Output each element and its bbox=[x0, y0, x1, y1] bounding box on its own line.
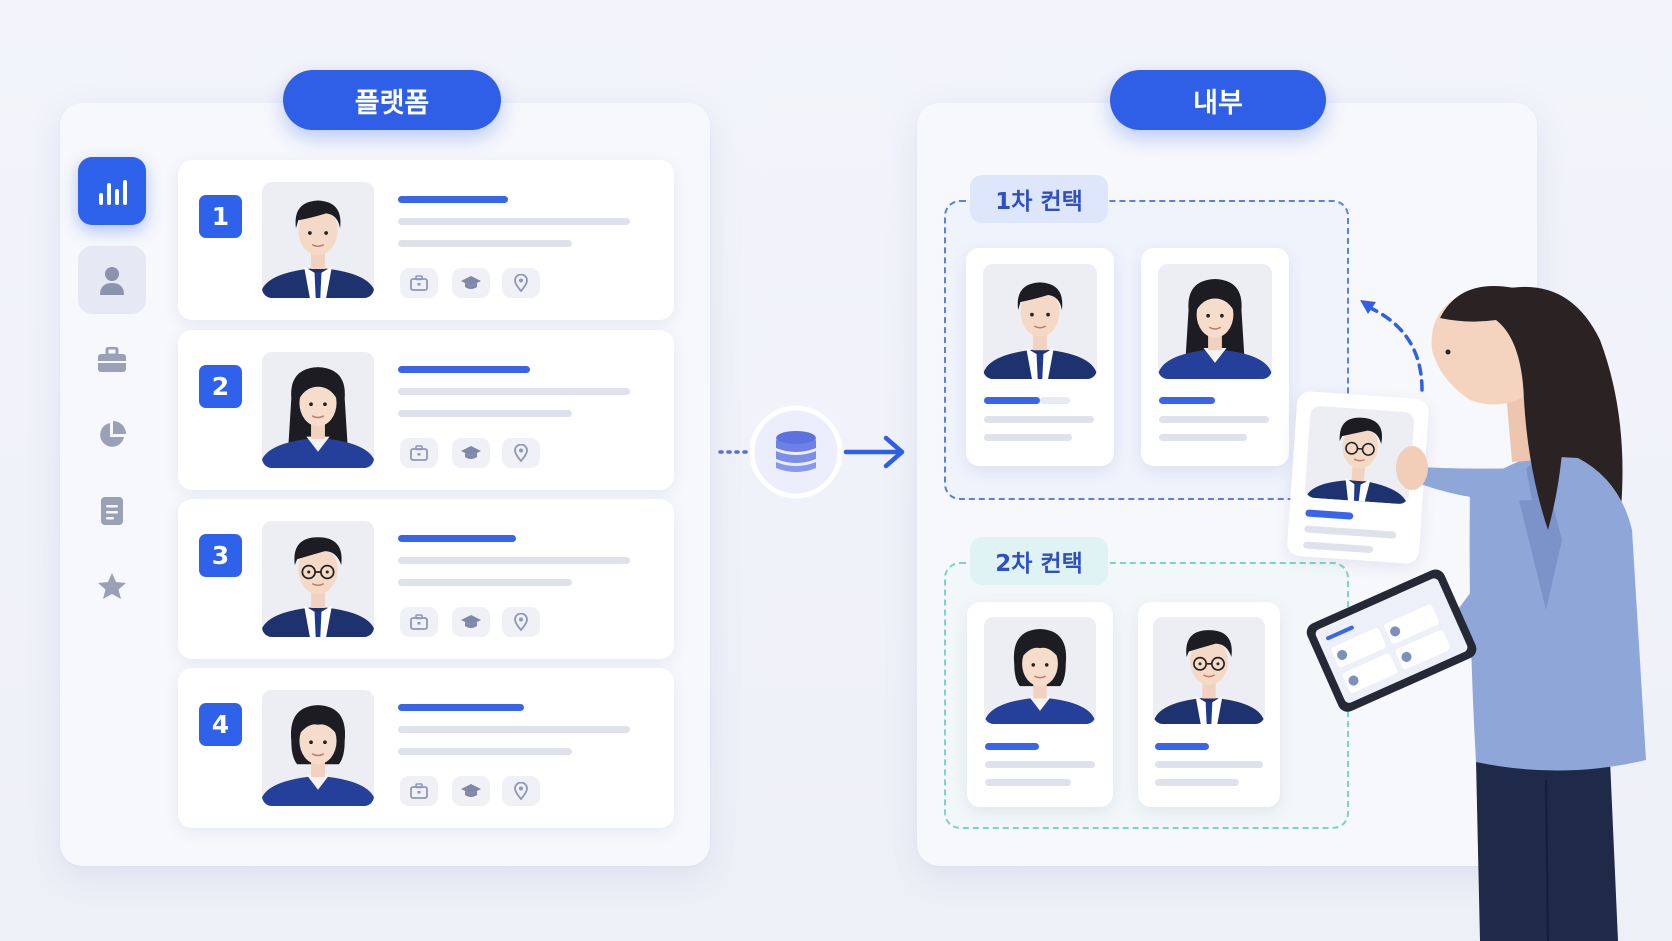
detail-placeholder-bar bbox=[398, 748, 572, 755]
candidate-photo bbox=[1153, 617, 1265, 724]
education-chip[interactable] bbox=[452, 776, 490, 806]
candidate-photo bbox=[984, 617, 1096, 724]
candidate-photo bbox=[1158, 264, 1272, 379]
sidebar-item-analytics[interactable] bbox=[78, 157, 146, 225]
candidate-row[interactable]: 3 bbox=[178, 499, 674, 659]
candidate-row[interactable]: 2 bbox=[178, 330, 674, 490]
name-placeholder-bar bbox=[398, 704, 524, 711]
location-chip[interactable] bbox=[502, 268, 540, 298]
candidate-photo bbox=[262, 690, 374, 806]
detail-placeholder-bar bbox=[398, 726, 630, 733]
location-chip[interactable] bbox=[502, 438, 540, 468]
graduation-cap-icon bbox=[461, 446, 481, 459]
detail-placeholder-bar bbox=[984, 434, 1072, 441]
name-placeholder-bar bbox=[398, 366, 530, 373]
graduation-cap-icon bbox=[461, 615, 481, 628]
detail-placeholder-bar bbox=[398, 240, 572, 247]
platform-label: 플랫폼 bbox=[283, 70, 501, 130]
second-contact-label: 2차 컨택 bbox=[970, 537, 1108, 585]
location-pin-icon bbox=[514, 782, 528, 800]
first-contact-label: 1차 컨택 bbox=[970, 175, 1108, 223]
data-flow-connector bbox=[718, 405, 905, 499]
document-icon bbox=[101, 497, 123, 525]
graduation-cap-icon bbox=[461, 784, 481, 797]
pie-chart-icon bbox=[100, 421, 126, 447]
briefcase-icon bbox=[410, 445, 428, 461]
location-pin-icon bbox=[514, 274, 528, 292]
education-chip[interactable] bbox=[452, 268, 490, 298]
briefcase-icon bbox=[410, 275, 428, 291]
person-illustration bbox=[1306, 286, 1646, 941]
career-chip[interactable] bbox=[400, 776, 438, 806]
graduation-cap-icon bbox=[461, 276, 481, 289]
move-up-arrow bbox=[1360, 300, 1424, 392]
name-placeholder-track bbox=[1040, 397, 1070, 404]
location-pin-icon bbox=[514, 444, 528, 462]
profile-card[interactable] bbox=[1141, 248, 1289, 466]
detail-placeholder-bar bbox=[1159, 416, 1269, 423]
name-placeholder-bar bbox=[1159, 397, 1215, 404]
briefcase-icon bbox=[410, 783, 428, 799]
profile-card[interactable] bbox=[1138, 602, 1280, 807]
name-placeholder-bar bbox=[985, 743, 1039, 750]
briefcase-icon bbox=[98, 347, 126, 372]
location-chip[interactable] bbox=[502, 776, 540, 806]
detail-placeholder-bar bbox=[398, 388, 630, 395]
detail-placeholder-bar bbox=[1155, 761, 1263, 768]
name-placeholder-bar bbox=[1155, 743, 1209, 750]
detail-placeholder-bar bbox=[398, 218, 630, 225]
candidate-row[interactable]: 4 bbox=[178, 668, 674, 828]
row-number: 1 bbox=[199, 195, 242, 238]
candidate-photo bbox=[983, 264, 1097, 379]
arrow-head bbox=[883, 435, 905, 469]
user-icon bbox=[100, 267, 124, 295]
internal-label: 내부 bbox=[1110, 70, 1326, 130]
database-icon bbox=[776, 431, 816, 472]
candidate-photo bbox=[262, 521, 374, 637]
education-chip[interactable] bbox=[452, 607, 490, 637]
detail-placeholder-bar bbox=[985, 779, 1071, 786]
detail-placeholder-bar bbox=[1159, 434, 1247, 441]
education-chip[interactable] bbox=[452, 438, 490, 468]
detail-placeholder-bar bbox=[985, 761, 1095, 768]
career-chip[interactable] bbox=[400, 607, 438, 637]
detail-placeholder-bar bbox=[1155, 779, 1239, 786]
detail-placeholder-bar bbox=[398, 557, 630, 564]
sidebar-item-profile[interactable] bbox=[78, 246, 146, 314]
profile-card[interactable] bbox=[967, 602, 1113, 807]
star-icon bbox=[98, 573, 126, 599]
sidebar-item-reports[interactable] bbox=[78, 401, 146, 469]
row-number: 2 bbox=[199, 365, 242, 408]
candidate-photo bbox=[262, 182, 374, 298]
briefcase-icon bbox=[410, 614, 428, 630]
location-pin-icon bbox=[514, 613, 528, 631]
row-number: 3 bbox=[199, 534, 242, 577]
sidebar-item-favorites[interactable] bbox=[78, 552, 146, 620]
moving-profile-card[interactable] bbox=[1286, 390, 1430, 565]
bar-chart-icon bbox=[99, 180, 127, 205]
detail-placeholder-bar bbox=[398, 579, 572, 586]
location-chip[interactable] bbox=[502, 607, 540, 637]
profile-card[interactable] bbox=[966, 248, 1114, 466]
candidate-row[interactable]: 1 bbox=[178, 160, 674, 320]
sidebar-item-jobs[interactable] bbox=[78, 326, 146, 394]
detail-placeholder-bar bbox=[398, 410, 572, 417]
sidebar-item-documents[interactable] bbox=[78, 477, 146, 545]
candidate-photo bbox=[262, 352, 374, 468]
name-placeholder-bar bbox=[398, 535, 516, 542]
name-placeholder-bar bbox=[398, 196, 508, 203]
career-chip[interactable] bbox=[400, 438, 438, 468]
row-number: 4 bbox=[199, 703, 242, 746]
detail-placeholder-bar bbox=[984, 416, 1094, 423]
name-placeholder-bar bbox=[984, 397, 1040, 404]
career-chip[interactable] bbox=[400, 268, 438, 298]
